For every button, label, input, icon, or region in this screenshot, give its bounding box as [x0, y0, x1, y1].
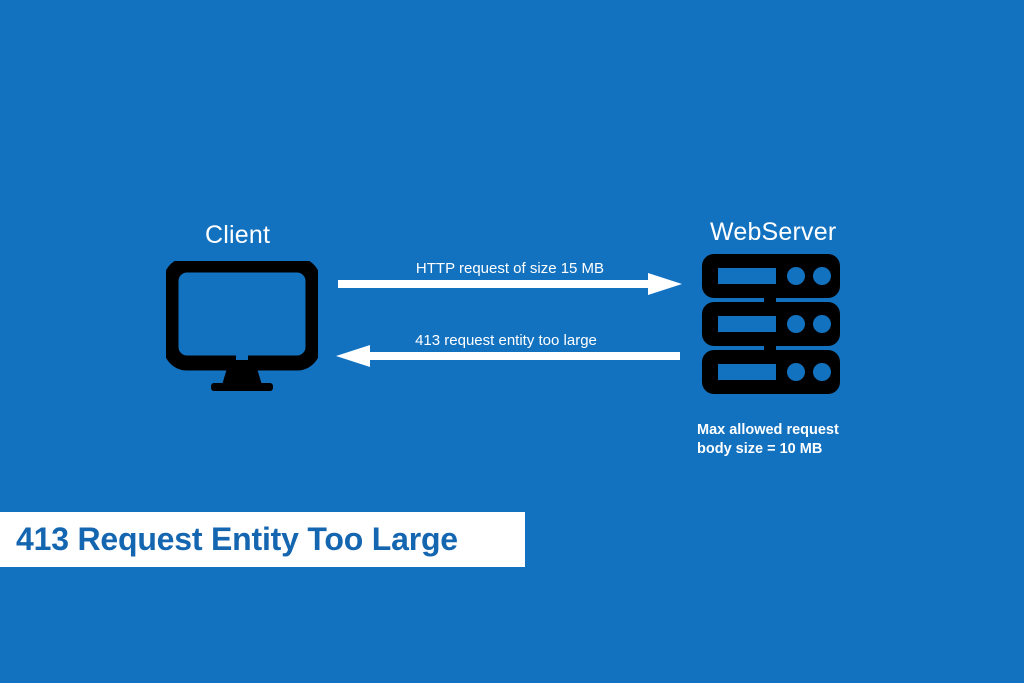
page-title: 413 Request Entity Too Large: [16, 521, 458, 557]
server-limit-note-line-1: Max allowed request: [697, 422, 839, 438]
request-arrow-right-icon: [338, 272, 682, 296]
server-limit-note-line-2: body size = 10 MB: [697, 441, 823, 457]
server-rack-icon: [700, 252, 842, 398]
request-arrow-label: HTTP request of size 15 MB: [415, 260, 605, 277]
response-arrow-left-icon: [332, 344, 680, 368]
title-banner: 413 Request Entity Too Large: [0, 512, 525, 567]
server-limit-note: Max allowed request body size = 10 MB: [697, 421, 917, 459]
desktop-monitor-icon: [163, 257, 321, 393]
response-arrow-label: 413 request entity too large: [415, 332, 597, 349]
client-node-label: Client: [205, 221, 271, 249]
server-node-label: WebServer: [710, 218, 837, 246]
